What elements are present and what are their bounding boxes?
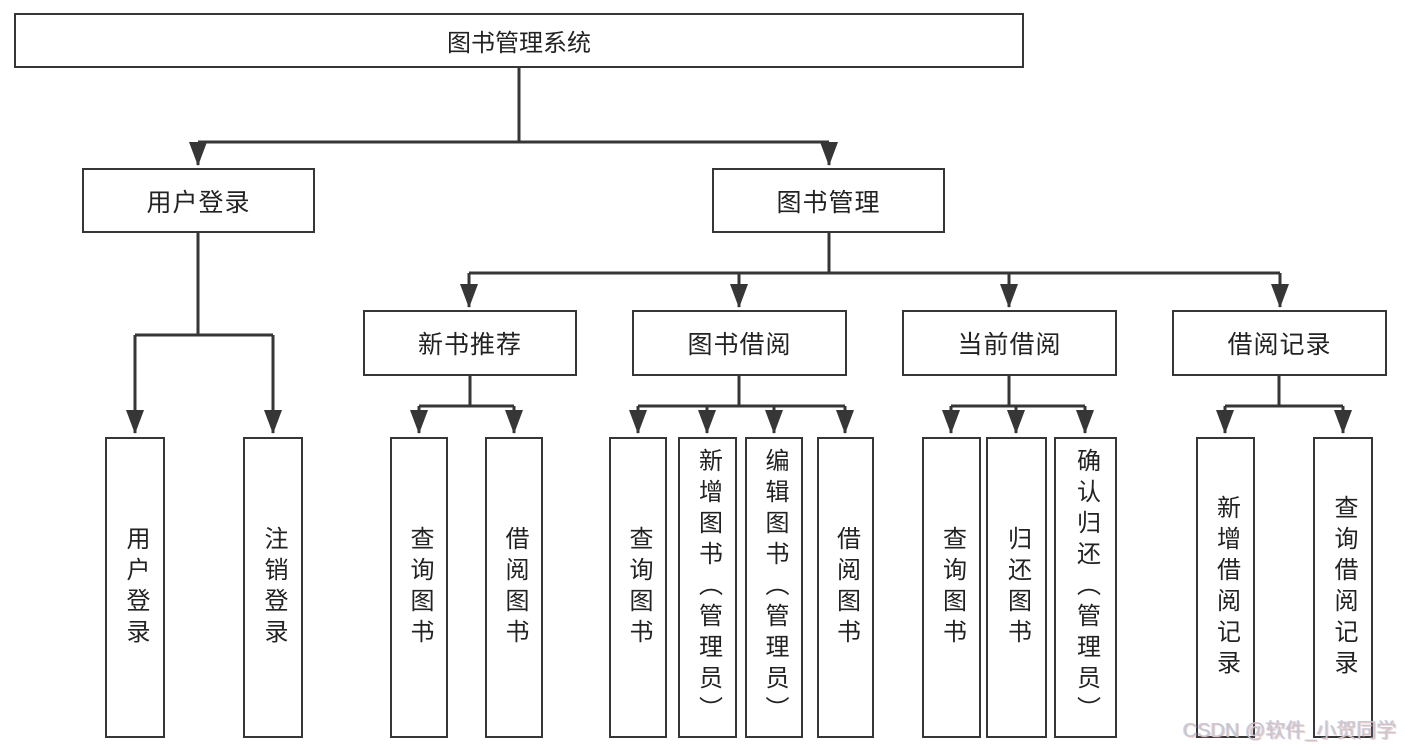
- leaf-user-login: 用户登录: [105, 437, 165, 738]
- leaf-label: 新增图书（管理员）: [694, 448, 722, 727]
- node-label: 图书管理系统: [447, 30, 591, 57]
- connector-borrow-records-children: [1216, 376, 1352, 434]
- connector-book-borrow-children: [629, 376, 854, 434]
- node-label: 借阅记录: [1227, 331, 1332, 359]
- node-label: 用户登录: [146, 188, 251, 217]
- node-label: 图书借阅: [687, 331, 792, 359]
- node-library-management-system: 图书管理系统: [14, 13, 1024, 68]
- leaf-label: 借阅图书: [501, 525, 528, 650]
- leaf-label: 确认归还（管理员）: [1072, 448, 1100, 727]
- leaf-edit-book-admin: 编辑图书（管理员）: [745, 437, 803, 738]
- node-user-login: 用户登录: [82, 168, 315, 233]
- leaf-borrow-books-2: 借阅图书: [817, 437, 874, 738]
- node-label: 当前借阅: [957, 331, 1062, 359]
- leaf-query-books-2: 查询图书: [609, 437, 667, 738]
- leaf-query-borrow-record: 查询借阅记录: [1313, 437, 1373, 738]
- leaf-add-book-admin: 新增图书（管理员）: [678, 437, 737, 738]
- csdn-watermark: CSDN @软件_小贺同学: [1183, 720, 1397, 742]
- node-label: 图书管理: [776, 188, 881, 217]
- leaf-logout: 注销登录: [243, 437, 303, 738]
- leaf-label: 查询借阅记录: [1330, 494, 1357, 681]
- leaf-label: 查询图书: [625, 525, 652, 650]
- leaf-query-books-3: 查询图书: [922, 437, 981, 738]
- leaf-label: 注销登录: [260, 525, 287, 650]
- connector-user-login-children: [126, 233, 282, 434]
- leaf-label: 归还图书: [1003, 525, 1031, 650]
- connector-book-mgmt-children: [460, 233, 1289, 308]
- leaf-return-book: 归还图书: [986, 437, 1047, 738]
- leaf-label: 查询图书: [938, 525, 966, 650]
- leaf-add-borrow-record: 新增借阅记录: [1196, 437, 1255, 738]
- node-book-management: 图书管理: [712, 168, 945, 233]
- node-new-book-recommendation: 新书推荐: [363, 310, 577, 376]
- leaf-label: 新增借阅记录: [1212, 494, 1240, 681]
- node-label: 新书推荐: [417, 331, 522, 359]
- leaf-query-books-1: 查询图书: [390, 437, 448, 738]
- leaf-label: 编辑图书（管理员）: [761, 448, 788, 727]
- leaf-label: 查询图书: [406, 525, 433, 650]
- node-borrowing-records: 借阅记录: [1172, 310, 1387, 376]
- leaf-confirm-return-admin: 确认归还（管理员）: [1054, 437, 1117, 738]
- leaf-label: 用户登录: [122, 525, 149, 650]
- leaf-label: 借阅图书: [832, 525, 860, 650]
- connector-new-book-rec-children: [410, 376, 523, 434]
- node-book-borrowing: 图书借阅: [632, 310, 847, 376]
- leaf-borrow-books-1: 借阅图书: [485, 437, 543, 738]
- node-current-borrowing: 当前借阅: [902, 310, 1117, 376]
- connector-root-to-level2: [189, 68, 838, 166]
- connector-current-borrow-children: [942, 376, 1094, 434]
